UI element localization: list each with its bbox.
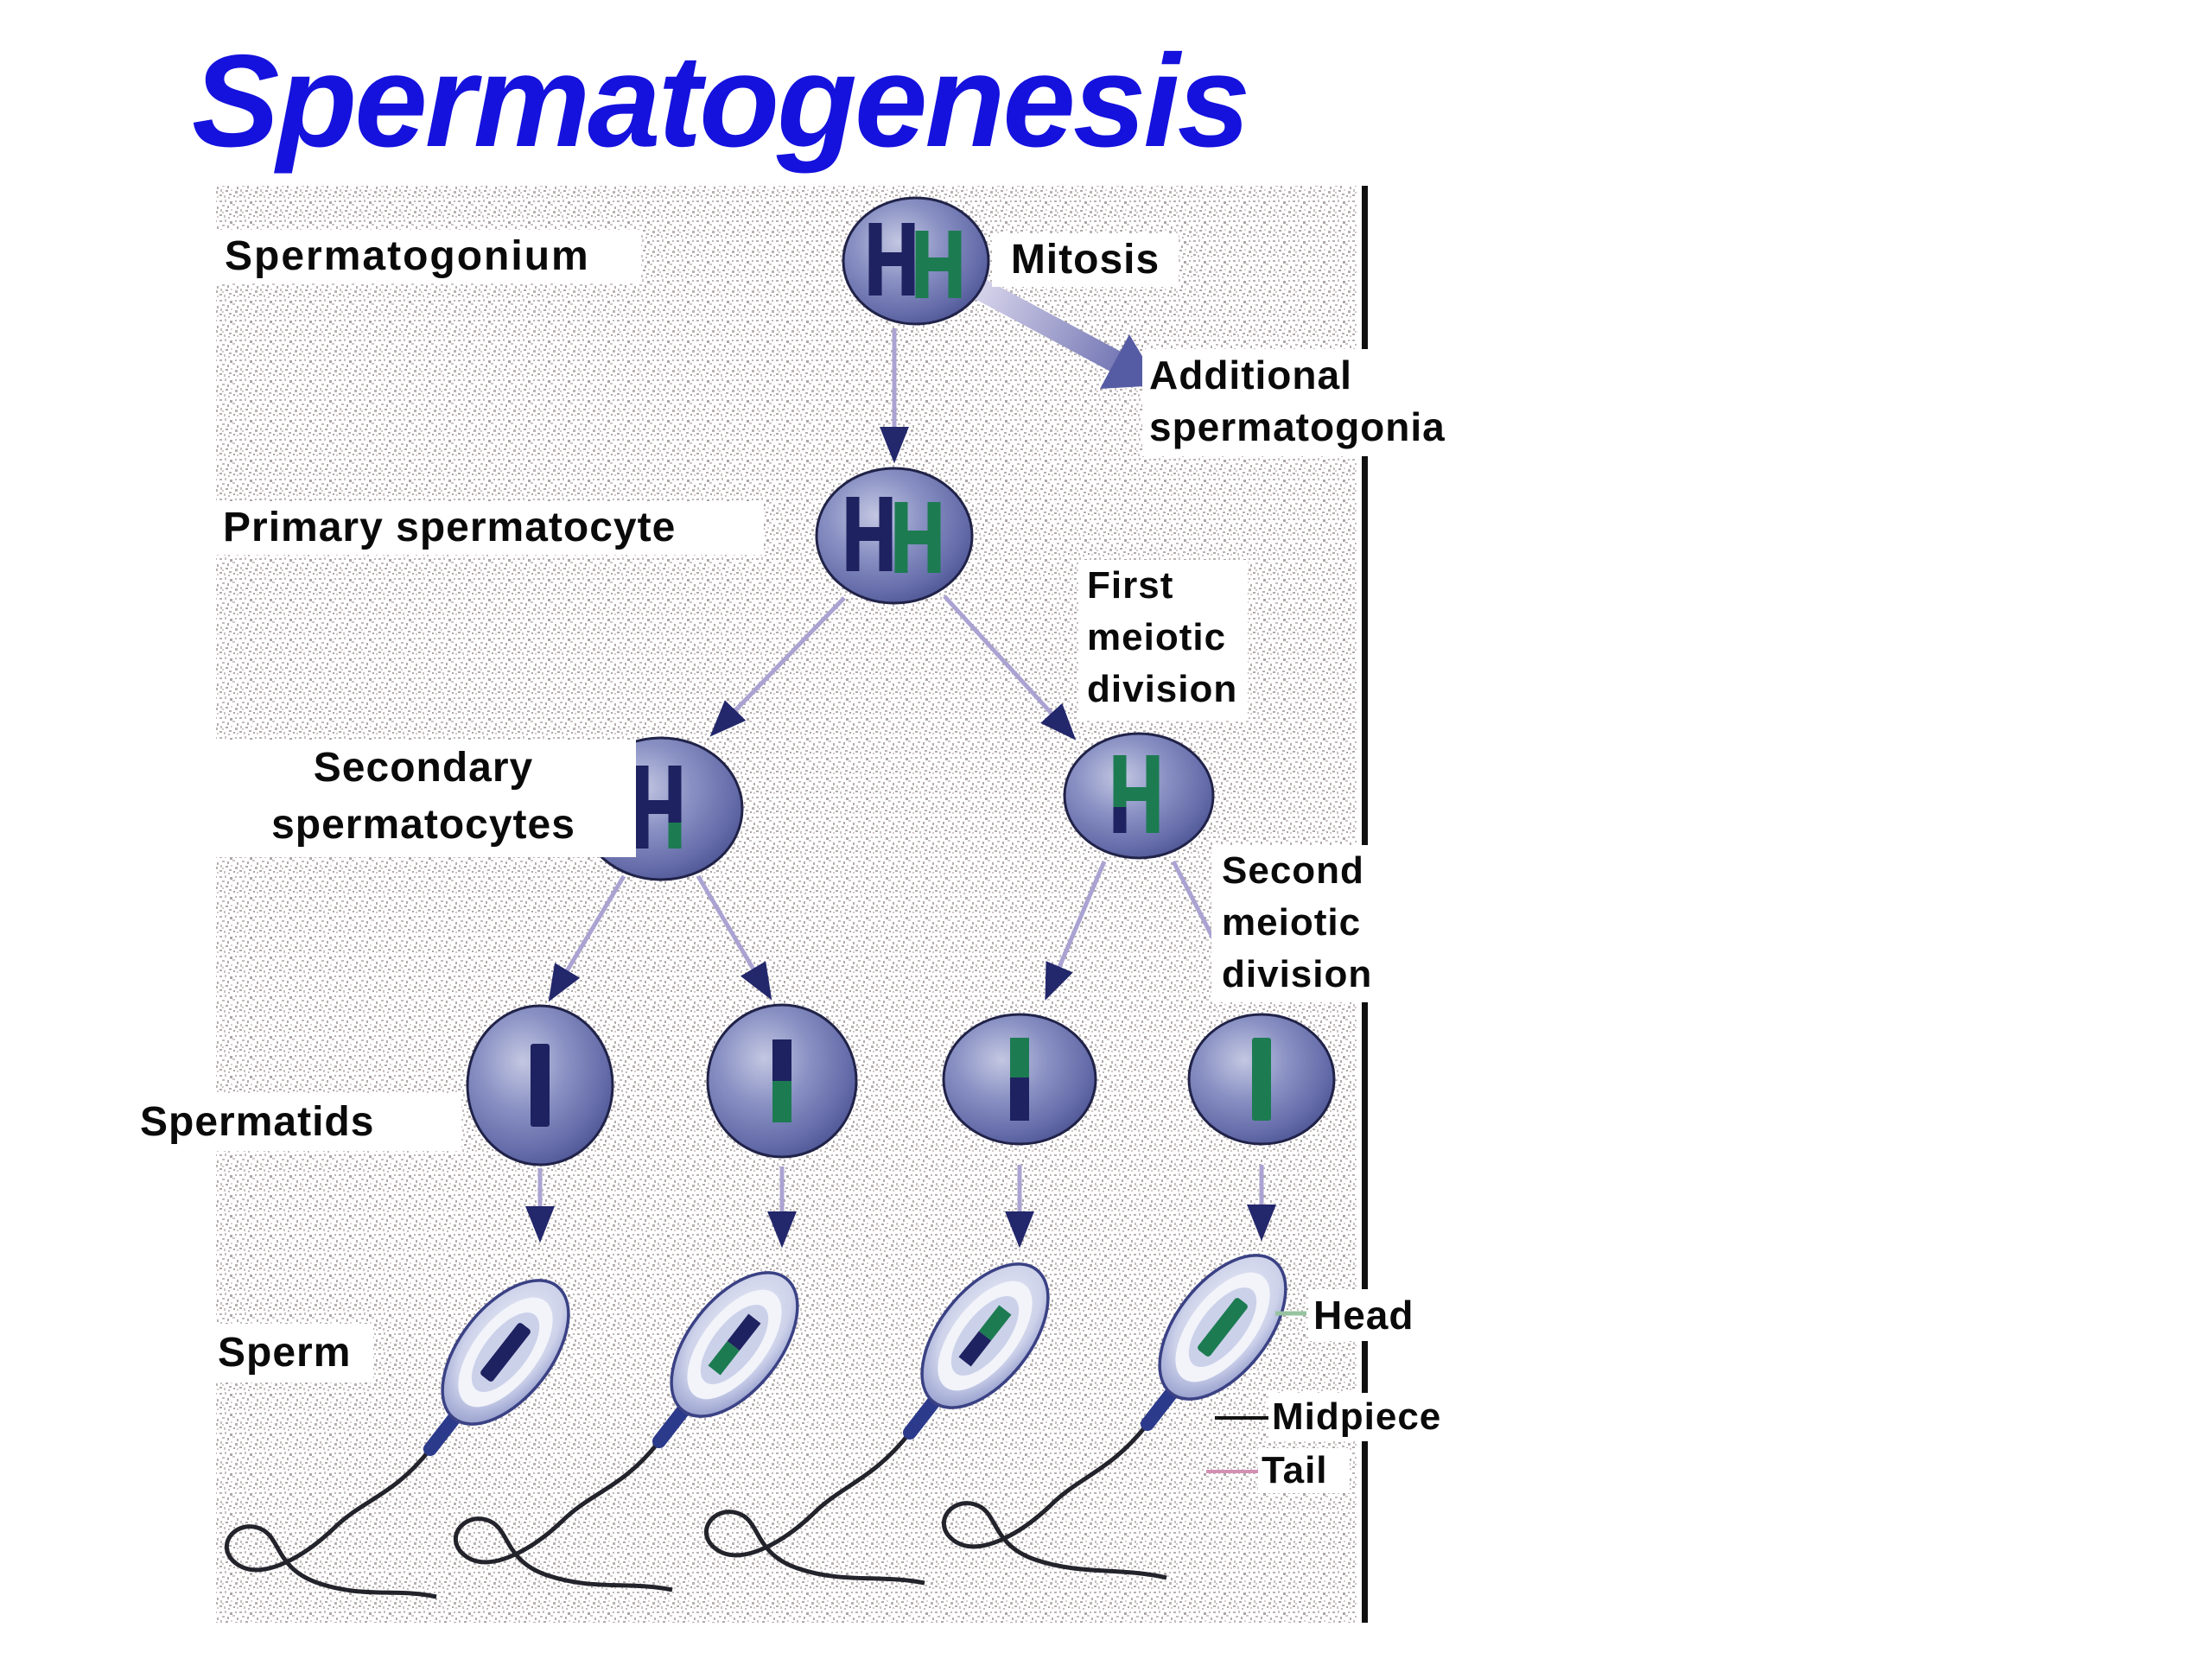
sperm-head [441,1279,570,1426]
label-head: Head [1308,1289,1443,1341]
sperm-tail [453,1440,673,1592]
page-title: Spermatogenesis [192,28,1250,175]
label-secondary-spermatocytes: Secondary spermatocytes [211,740,636,857]
spermatid-4-cell [1187,1013,1336,1146]
label-midpiece: Midpiece [1268,1393,1488,1441]
chromatid-navy-icon [531,1044,550,1127]
sperm-2 [453,1271,799,1592]
label-second-meiotic-line1: Second [1222,849,1364,892]
label-sperm: Sperm [207,1324,373,1382]
sperm-head [920,1262,1050,1409]
chromosome-navy-icon [846,497,893,571]
label-spermatogonium: Spermatogonium [216,230,641,283]
sperm-midpiece [1141,1386,1179,1431]
label-mitosis: Mitosis [992,233,1179,287]
spermatid-2-cell [706,1003,858,1159]
arrow-secondaryL-to-spermatid2 [696,874,772,1001]
label-first-meiotic-line2: meiotic [1087,616,1227,658]
label-additional-line2: spermatogonia [1149,404,1446,449]
chromosome-green-icon [708,1341,740,1376]
chromosome-green-icon [978,1305,1012,1341]
chromosome-navy-icon [868,223,915,296]
sperm-head [1158,1254,1287,1401]
label-first-meiotic-division: First meiotic division [1078,560,1248,721]
arrow-primary-to-secondary-left [709,596,846,737]
sperm-4 [941,1254,1287,1580]
sperm-tail [941,1422,1167,1580]
flow-arrows [525,328,1276,1249]
label-tail: Tail [1258,1448,1350,1493]
secondary-spermatocyte-right-cell [1063,732,1215,860]
arrow-secondaryL-to-spermatid1 [548,874,626,1002]
sperm-head [670,1271,799,1418]
label-primary-spermatocyte: Primary spermatocyte [216,501,764,555]
label-second-meiotic-division: Second meiotic division [1211,845,1412,1002]
label-spermatids: Spermatids [130,1094,461,1151]
sperm-midpiece [652,1403,690,1448]
sperm-midpiece [903,1395,941,1440]
chromosome-green-tip-icon [668,823,682,849]
sperm-1 [224,1279,570,1599]
arrow-primary-to-secondary-right [943,594,1077,741]
spermatogonium-cell [842,196,990,326]
chromatid-green-icon [772,1081,791,1122]
label-secondary-line1: Secondary [313,745,534,791]
sperm-midpiece [423,1411,461,1456]
label-first-meiotic-line1: First [1087,564,1174,607]
label-secondary-line2: spermatocytes [271,802,575,848]
sperm-tail [224,1447,437,1599]
label-first-meiotic-line3: division [1087,668,1238,710]
chromosome-navy-tip-icon [1113,807,1127,833]
primary-spermatocyte-cell [815,467,974,605]
chromatid-navy-icon [1010,1077,1029,1121]
spermatid-3-cell [942,1013,1097,1146]
label-second-meiotic-line3: division [1222,953,1373,995]
chromosome-navy-icon [958,1331,992,1367]
chromosome-navy-icon [727,1313,761,1351]
chromosome-green-icon [894,502,941,573]
sperm-3 [703,1262,1050,1586]
chromosome-navy-icon [480,1323,531,1382]
label-additional-line1: Additional [1149,353,1352,397]
label-additional-spermatogonia: Additional spermatogonia [1142,349,1524,456]
chromosome-green-icon [915,231,962,298]
sperm-tail [703,1431,925,1586]
chromatid-navy-icon [772,1039,791,1083]
spermatid-1-cell [466,1004,614,1166]
chromatid-green-icon [1010,1038,1029,1079]
chromatid-green-icon [1252,1038,1271,1121]
arrow-secondaryR-to-spermatid3 [1045,861,1107,1001]
chromosome-green-icon [1198,1298,1248,1357]
label-second-meiotic-line2: meiotic [1222,901,1362,944]
